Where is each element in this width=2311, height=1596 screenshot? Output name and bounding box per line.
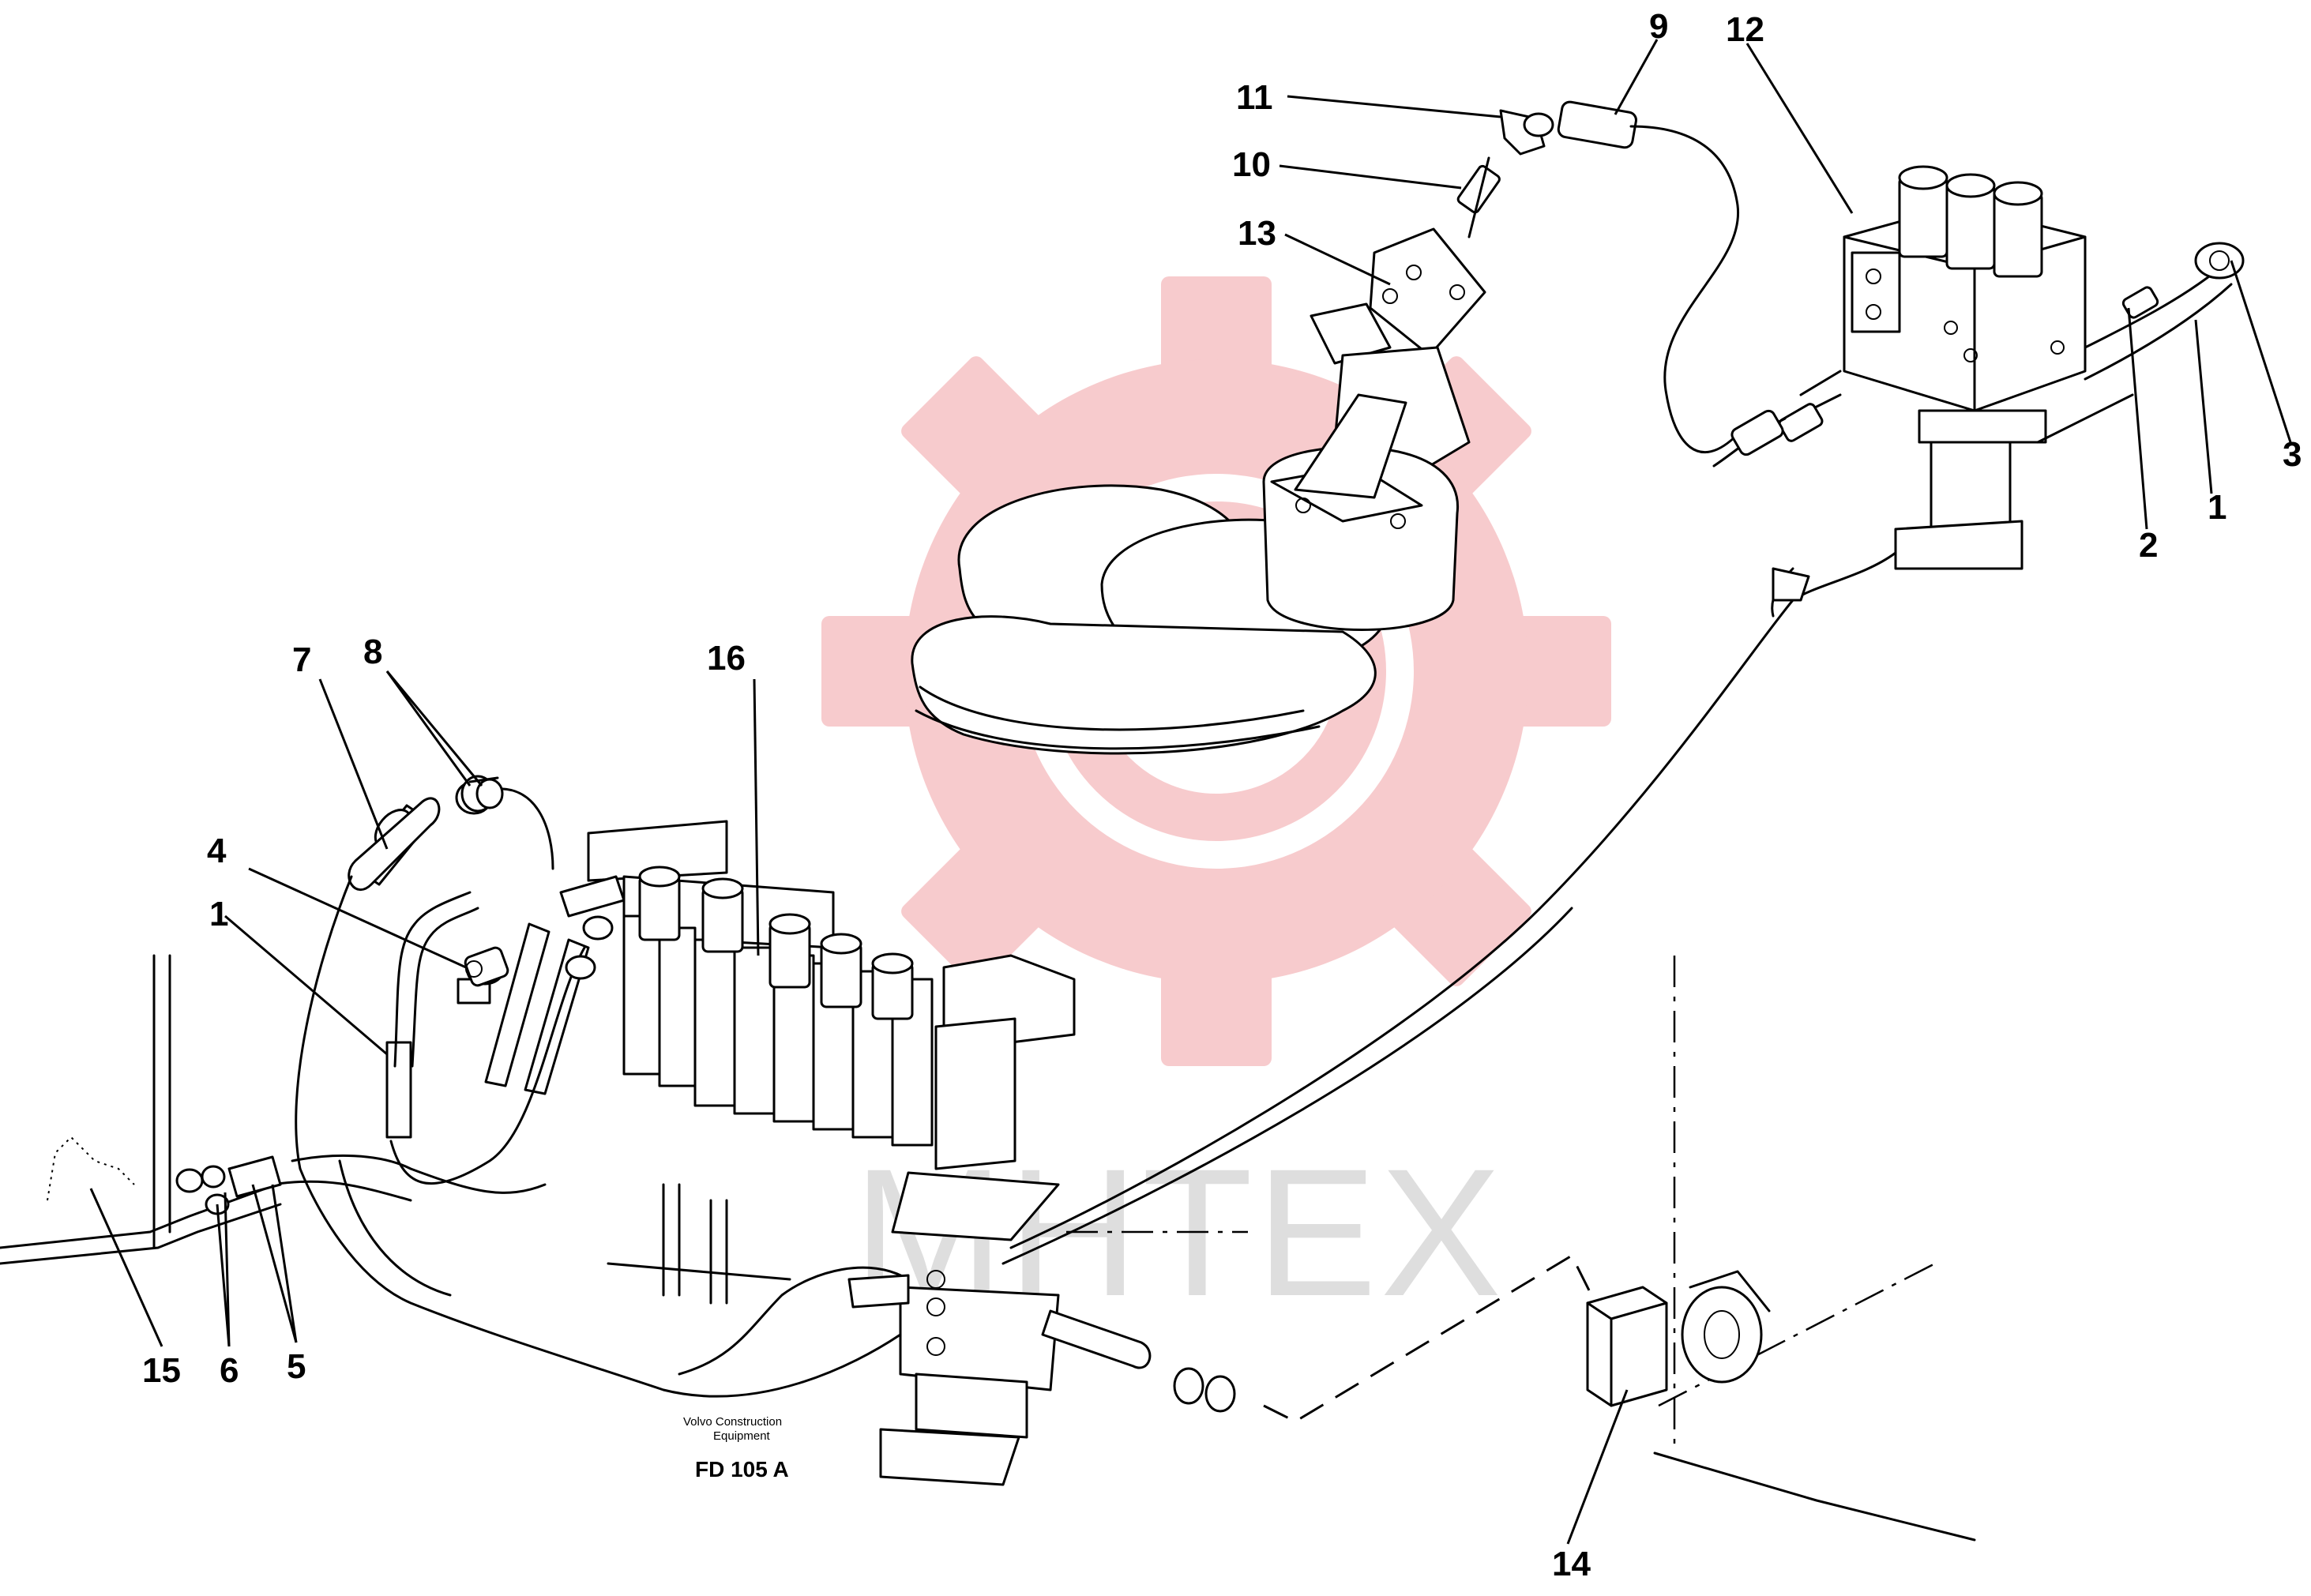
callout-15: 15 <box>142 1351 181 1390</box>
hose-clamps-small <box>559 875 626 980</box>
swing-motor-housing <box>911 393 1460 755</box>
caption-code: FD 105 A <box>695 1457 789 1481</box>
figure-caption: Volvo Construction Equipment FD 105 A <box>683 1415 789 1481</box>
elbow-fitting-11 <box>1499 109 1554 156</box>
fitting-4 <box>464 946 509 987</box>
callout-labels: 9 12 11 10 13 3 1 2 7 8 16 4 1 15 6 5 14 <box>142 7 2302 1583</box>
callout-13: 13 <box>1238 214 1276 253</box>
caption-line-2: Equipment <box>713 1429 771 1443</box>
caption-line-1: Volvo Construction <box>683 1415 782 1429</box>
hose-with-clamps <box>847 1274 1236 1413</box>
callout-1-right: 1 <box>2208 488 2226 527</box>
solenoid-valve-block-16 <box>587 820 1076 1305</box>
left-frame <box>0 954 282 1265</box>
callout-7: 7 <box>292 640 311 679</box>
callout-12: 12 <box>1726 10 1764 49</box>
pilot-valve-block <box>1843 165 2087 570</box>
hose-9 <box>1557 100 1787 468</box>
callout-1-left: 1 <box>209 895 228 933</box>
nipple-fitting-10 <box>1456 156 1501 238</box>
callout-3: 3 <box>2283 435 2302 474</box>
callout-10: 10 <box>1232 145 1271 184</box>
callout-5: 5 <box>287 1347 306 1386</box>
leader-lines <box>89 39 2292 1545</box>
long-hoses <box>271 567 1810 1398</box>
hose-clamp-8 <box>460 775 504 813</box>
mounting-bracket <box>879 1270 1060 1486</box>
callout-16: 16 <box>707 639 746 678</box>
callout-2: 2 <box>2139 526 2158 565</box>
callout-11: 11 <box>1236 78 1273 117</box>
electrical-line-dashed <box>1263 1253 1597 1423</box>
control-unit-13 <box>1310 227 1486 491</box>
callout-14: 14 <box>1552 1545 1591 1583</box>
callout-6: 6 <box>220 1351 239 1390</box>
callout-4: 4 <box>207 832 227 870</box>
pressure-switch-14 <box>1586 956 1976 1542</box>
callout-8: 8 <box>363 633 382 671</box>
callout-9: 9 <box>1649 7 1668 46</box>
hose-7 <box>348 797 441 891</box>
